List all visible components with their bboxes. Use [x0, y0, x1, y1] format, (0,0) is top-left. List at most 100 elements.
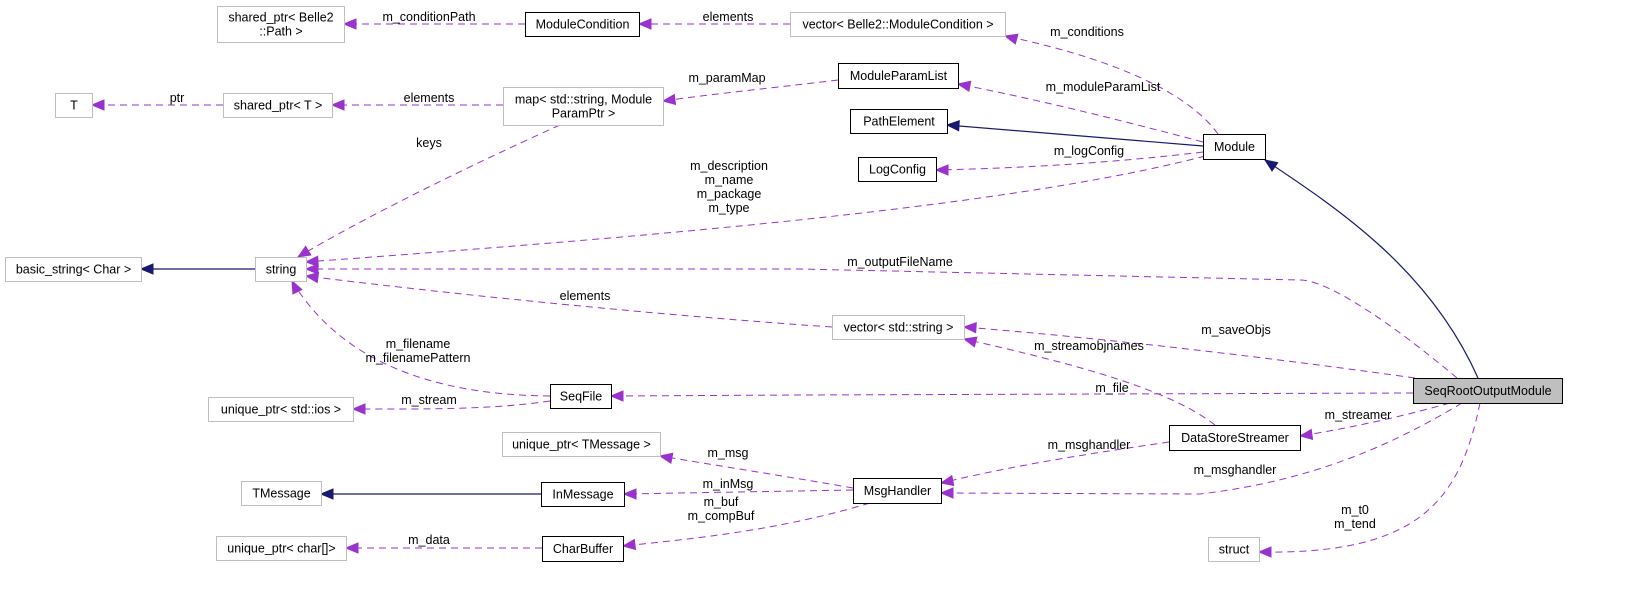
edge-label: m_file — [1095, 381, 1128, 395]
usage-edge-times — [1257, 402, 1481, 558]
filled-arrowhead-icon — [344, 542, 359, 554]
usage-edge-m-conditions — [1003, 33, 1219, 135]
edge-label: m_t0 — [1341, 503, 1369, 517]
class-node-shared-ptr-path[interactable]: shared_ptr< Belle2::Path > — [217, 6, 345, 43]
edge-line — [291, 280, 551, 397]
edge-line — [1299, 402, 1451, 437]
edge-label: m_data — [408, 533, 450, 547]
edge-label: m_package — [697, 187, 762, 201]
edge-label: m_buf — [704, 495, 739, 509]
usage-edge-m-parammap — [661, 79, 839, 106]
edge-label: m_inMsg — [703, 477, 754, 491]
edge-label: m_logConfig — [1054, 144, 1124, 158]
node-label: CharBuffer — [553, 542, 613, 556]
class-node-tmessage[interactable]: TMessage — [241, 481, 322, 506]
class-node-struct[interactable]: struct — [1208, 537, 1260, 562]
edge-label: m_compBuf — [688, 509, 755, 523]
usage-edge-ptr — [90, 99, 223, 111]
edge-label: m_msg — [708, 446, 749, 460]
node-label: unique_ptr< std::ios > — [221, 403, 341, 417]
class-node-vector-module-condition[interactable]: vector< Belle2::ModuleCondition > — [790, 12, 1006, 37]
edge-label: m_streamobjnames — [1034, 339, 1144, 353]
class-node-unique-ptr-ios[interactable]: unique_ptr< std::ios > — [208, 397, 354, 422]
node-label: PathElement — [863, 115, 935, 129]
node-label: vector< std::string > — [844, 321, 954, 335]
class-node-unique-ptr-tmessage[interactable]: unique_ptr< TMessage > — [502, 432, 661, 457]
node-box — [832, 315, 965, 340]
node-label: DataStoreStreamer — [1181, 431, 1289, 445]
node-label: string — [266, 263, 297, 277]
usage-edge-buffers — [621, 502, 871, 551]
class-node-shared-ptr-t[interactable]: shared_ptr< T > — [223, 93, 333, 118]
edge-label: m_stream — [401, 393, 457, 407]
class-node-in-message[interactable]: InMessage — [541, 482, 625, 507]
node-label: SeqFile — [560, 390, 602, 404]
node-label: ParamPtr > — [552, 107, 616, 121]
edge-label: m_msghandler — [1194, 463, 1277, 477]
edge-line — [662, 79, 839, 102]
node-box — [838, 63, 959, 89]
edge-label: m_conditions — [1050, 25, 1124, 39]
filled-arrowhead-icon — [304, 255, 319, 267]
class-node-unique-ptr-char[interactable]: unique_ptr< char[]> — [216, 536, 347, 561]
class-node-seq-root-output-module[interactable]: SeqRootOutputModule — [1413, 378, 1563, 404]
class-node-module[interactable]: Module — [1203, 134, 1266, 160]
edge-label: ptr — [170, 91, 185, 105]
inheritance-edge-path-inherit — [945, 120, 1204, 147]
filled-arrowhead-icon — [351, 403, 366, 415]
class-node-char-buffer[interactable]: CharBuffer — [542, 536, 624, 562]
node-label: TMessage — [252, 487, 310, 501]
class-node-vector-string[interactable]: vector< std::string > — [832, 315, 965, 340]
node-label: ModuleCondition — [536, 18, 630, 32]
class-node-log-config[interactable]: LogConfig — [858, 157, 937, 182]
edge-label: m_name — [705, 173, 754, 187]
edge-line — [659, 455, 854, 489]
filled-arrowhead-icon — [939, 487, 954, 499]
node-box — [216, 536, 347, 561]
edge-label: m_description — [690, 159, 768, 173]
edge-line — [957, 83, 1204, 143]
class-node-basic-string[interactable]: basic_string< Char > — [5, 257, 142, 282]
usage-edge-m-logconfig — [934, 151, 1204, 176]
edge-line — [610, 392, 1414, 397]
filled-arrowhead-icon — [304, 271, 320, 284]
usage-edge-elements-vector — [304, 271, 833, 328]
edge-label: m_streamer — [1325, 408, 1392, 422]
edge-line — [306, 268, 1458, 379]
filled-arrowhead-icon — [304, 263, 319, 275]
class-node-string[interactable]: string — [255, 257, 307, 282]
class-node-t[interactable]: T — [55, 93, 93, 118]
class-node-module-param-list[interactable]: ModuleParamList — [838, 63, 959, 89]
class-node-module-condition[interactable]: ModuleCondition — [525, 12, 640, 37]
node-box — [1208, 537, 1260, 562]
class-node-data-store-streamer[interactable]: DataStoreStreamer — [1169, 425, 1301, 451]
node-box — [217, 6, 345, 43]
usage-edge-m-streamobjnames — [962, 336, 1216, 426]
node-box — [525, 12, 640, 37]
inheritance-edge-module-inherit — [1263, 159, 1479, 379]
edge-line — [935, 151, 1204, 171]
class-node-msg-handler[interactable]: MsgHandler — [853, 478, 942, 504]
filled-arrowhead-icon — [291, 279, 303, 295]
node-label: Module — [1214, 140, 1255, 154]
nodes-layer: shared_ptr< Belle2::Path > ModuleConditio… — [5, 6, 1563, 562]
usage-edge-m-msg — [658, 452, 854, 489]
node-label: shared_ptr< T > — [234, 99, 323, 113]
edge-label: m_filenamePattern — [366, 351, 471, 365]
edge-label: m_moduleParamList — [1046, 80, 1161, 94]
class-node-seq-file[interactable]: SeqFile — [550, 384, 612, 409]
node-box — [503, 87, 664, 126]
node-label: ::Path > — [259, 25, 302, 39]
node-label: basic_string< Char > — [16, 263, 131, 277]
inheritance-edge-basic-inherit — [139, 263, 255, 275]
edge-line — [305, 155, 1206, 263]
edge-line — [940, 402, 1463, 495]
node-label: T — [70, 99, 78, 113]
filled-arrowhead-icon — [609, 390, 624, 402]
usage-edge-m-moduleparamlist — [956, 80, 1204, 143]
class-node-path-element[interactable]: PathElement — [850, 109, 948, 134]
filled-arrowhead-icon — [1298, 428, 1314, 441]
